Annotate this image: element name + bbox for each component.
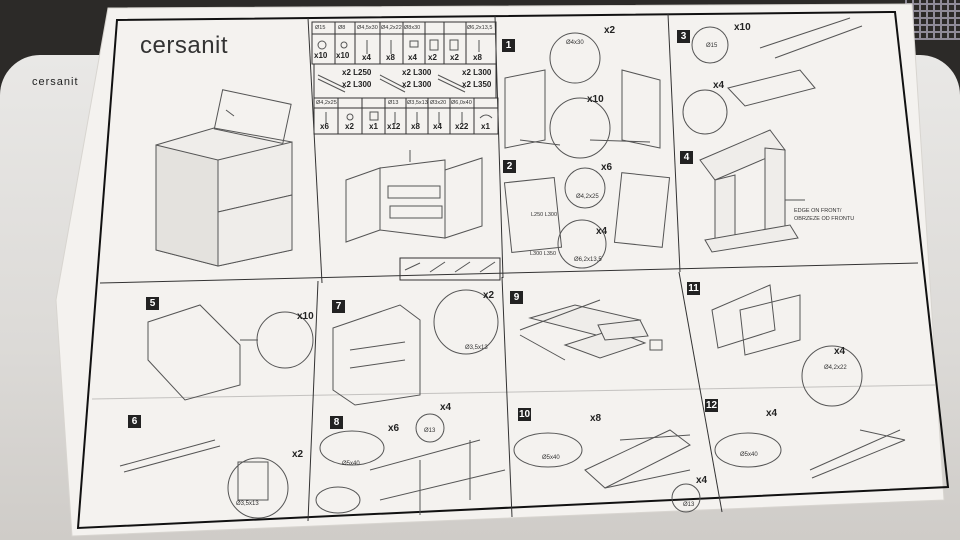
step-number: 11	[687, 282, 700, 295]
rail-label: x2 L250	[342, 68, 372, 77]
rail-label: x2 L300	[402, 80, 432, 89]
hw-size: Ø15	[315, 25, 326, 31]
hw-count: x8	[386, 53, 395, 62]
step-size: Ø4,2x22	[824, 365, 847, 371]
hw-count: x4	[408, 53, 417, 62]
step-size: Ø13	[683, 502, 695, 508]
step-qty: x4	[713, 80, 725, 91]
hw-count: x12	[387, 122, 401, 131]
step-size: Ø6,2x13,5	[574, 257, 602, 263]
step-size: Ø3,5x13	[236, 501, 259, 507]
step-qty: x2	[483, 290, 495, 301]
hw-size: Ø13	[388, 100, 399, 106]
step-qty: x10	[734, 22, 751, 33]
step-qty: x2	[292, 449, 304, 460]
rail-label: x2 L300	[402, 68, 432, 77]
hw-size: Ø6,0x40	[451, 100, 472, 106]
step-number: 1	[502, 35, 515, 53]
rail-label: L250 L300	[531, 212, 557, 218]
hw-size: Ø4,2x22	[381, 25, 402, 31]
hw-count: x4	[433, 122, 442, 131]
rail-label: L300 L350	[530, 251, 556, 257]
hw-size: Ø4,5x30	[357, 25, 378, 31]
step-size: Ø5x40	[542, 455, 560, 461]
step-qty: x4	[766, 408, 778, 419]
step-number: 5	[146, 293, 159, 311]
step-qty: x8	[590, 413, 602, 424]
brand-logo: cersanit	[140, 32, 229, 59]
step-qty: x6	[601, 162, 613, 173]
cabinet-drawing	[155, 127, 293, 267]
hw-count: x4	[362, 53, 371, 62]
step-qty: x10	[297, 311, 314, 322]
step-number: 10	[518, 408, 531, 421]
rail-label: x2 L300	[462, 68, 492, 77]
step-size: Ø4x30	[566, 40, 584, 46]
step-number: 6	[128, 411, 141, 429]
row-divider	[99, 262, 919, 284]
hw-size: Ø6,2x13,5	[467, 25, 493, 31]
hw-count: x2	[428, 53, 437, 62]
edge-note: OBRZEZE OD FRONTU	[794, 216, 855, 222]
hw-count: x10	[314, 51, 328, 60]
rail-label: x2 L350	[462, 80, 492, 89]
step-size: Ø4,2x25	[576, 194, 599, 200]
hw-count: x1	[481, 122, 490, 131]
hw-size: Ø8	[338, 25, 346, 31]
step-number: 2	[503, 156, 516, 174]
hw-size: Ø8x30	[404, 25, 421, 31]
edge-note: EDGE ON FRONT/	[794, 208, 842, 214]
step-qty: x4	[440, 402, 452, 413]
step-size: Ø5x40	[342, 461, 360, 467]
step-size: Ø15	[706, 43, 718, 49]
hw-count: x8	[411, 122, 420, 131]
step-number: 4	[680, 147, 693, 165]
rail-label: x2 L300	[342, 80, 372, 89]
step-number: 9	[510, 287, 523, 305]
hw-size: Ø4,2x25	[316, 100, 337, 106]
hw-count: x8	[473, 53, 482, 62]
step-number: 7	[332, 296, 345, 314]
sink-brand-logo: cersanit	[32, 76, 79, 88]
step-size: Ø5x40	[740, 452, 758, 458]
step-qty: x4	[834, 346, 846, 357]
step-size: Ø13	[424, 428, 436, 434]
hw-count: x6	[320, 122, 329, 131]
step-number: 12	[705, 399, 718, 412]
step-qty: x4	[596, 226, 608, 237]
hw-size: Ø3x20	[430, 100, 447, 106]
hw-count: x2	[450, 53, 459, 62]
step-qty: x10	[587, 94, 604, 105]
hw-count: x10	[336, 51, 350, 60]
hw-count: x1	[369, 122, 378, 131]
step-number: 8	[330, 412, 343, 430]
hw-count: x22	[455, 122, 469, 131]
step-qty: x4	[696, 475, 708, 486]
step-qty: x6	[388, 423, 400, 434]
step-qty: x2	[604, 25, 616, 36]
hw-count: x2	[345, 122, 354, 131]
step-size: Ø3,5x13	[465, 345, 488, 351]
page-frame	[76, 10, 950, 530]
hw-size: Ø3,5x13	[407, 100, 428, 106]
step-number: 3	[677, 26, 690, 44]
